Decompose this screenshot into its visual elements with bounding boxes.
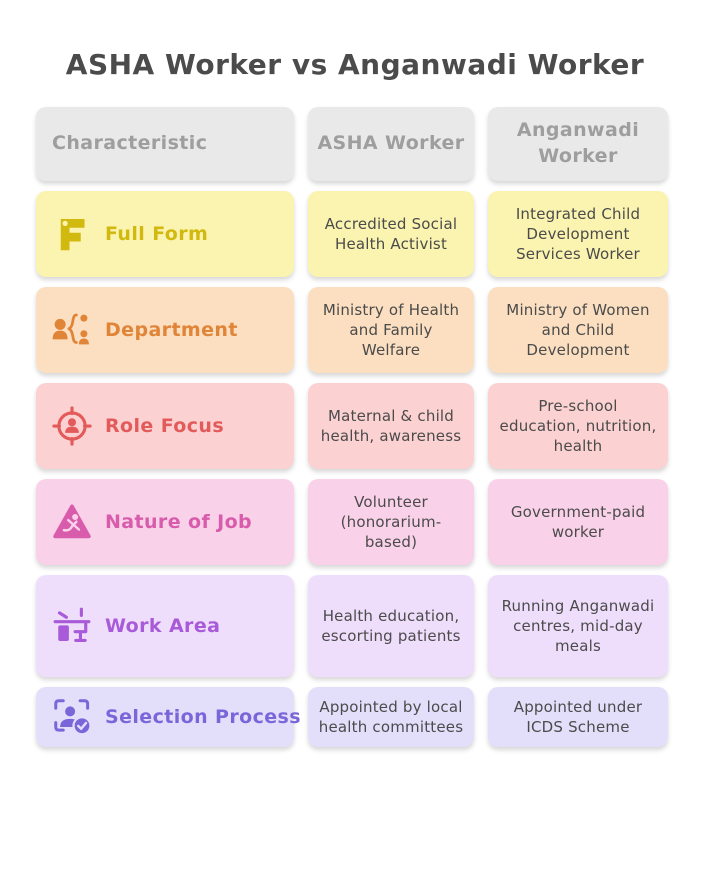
worker-sign-icon [52,502,92,542]
row-label-text: Work Area [105,615,221,637]
row-label-role-focus: Role Focus [36,383,294,469]
cell-role-focus-asha: Maternal & child health, awareness [308,383,474,469]
cell-selection-process-anganwadi: Appointed under ICDS Scheme [488,687,668,747]
header-asha-worker: ASHA Worker [308,107,474,181]
cell-nature-of-job-anganwadi: Government-paid worker [488,479,668,565]
cell-full-form-asha: Accredited Social Health Activist [308,191,474,277]
cell-full-form-anganwadi: Integrated Child Development Services Wo… [488,191,668,277]
desk-icon [52,606,92,646]
target-person-icon [52,406,92,446]
cell-nature-of-job-asha: Volunteer (honorarium-based) [308,479,474,565]
row-label-text: Role Focus [105,415,225,437]
cell-selection-process-asha: Appointed by local health committees [308,687,474,747]
person-scan-check-icon [52,697,92,737]
row-label-text: Full Form [105,223,209,245]
row-label-full-form: Full Form [36,191,294,277]
letter-f-icon [52,214,92,254]
cell-department-asha: Ministry of Health and Family Welfare [308,287,474,373]
page-title: ASHA Worker vs Anganwadi Worker [65,48,645,81]
header-anganwadi-worker: Anganwadi Worker [488,107,668,181]
row-label-selection-process: Selection Process [36,687,301,747]
row-label-text: Selection Process [105,706,301,728]
row-label-department: Department [36,287,294,373]
cell-role-focus-anganwadi: Pre-school education, nutrition, health [488,383,668,469]
comparison-table: Characteristic ASHA Worker Anganwadi Wor… [36,107,668,747]
row-label-work-area: Work Area [36,575,294,677]
header-characteristic: Characteristic [36,107,294,181]
cell-department-anganwadi: Ministry of Women and Child Development [488,287,668,373]
org-people-icon [52,310,92,350]
row-label-text: Nature of Job [105,511,253,533]
row-label-text: Department [105,319,238,341]
cell-work-area-anganwadi: Running Anganwadi centres, mid-day meals [488,575,668,677]
row-label-nature-of-job: Nature of Job [36,479,294,565]
cell-work-area-asha: Health education, escorting patients [308,575,474,677]
